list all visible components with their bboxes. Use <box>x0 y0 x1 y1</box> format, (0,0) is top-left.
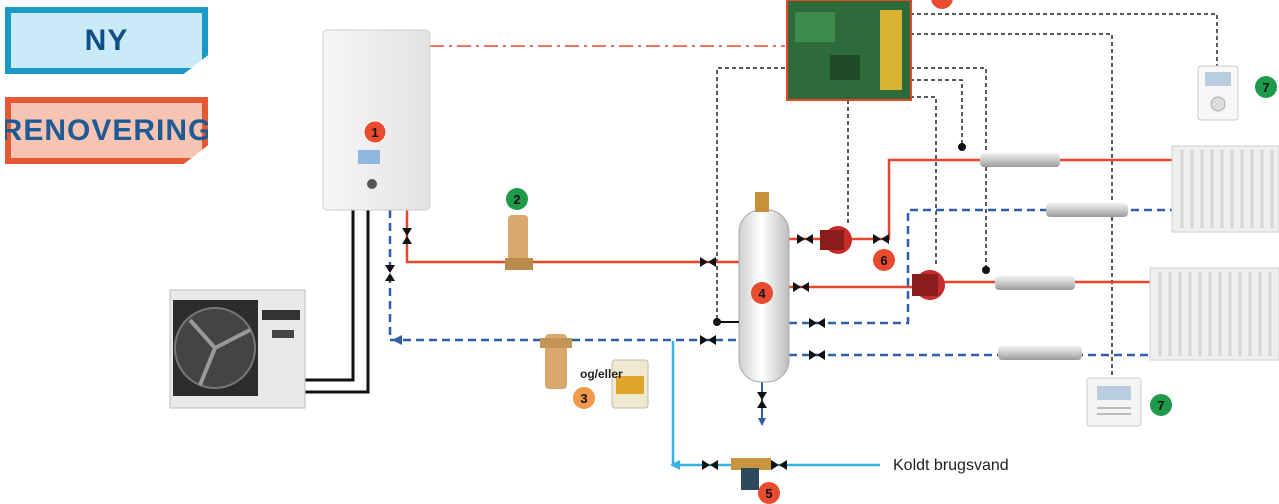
svg-text:6: 6 <box>880 253 887 268</box>
cold-water-arrow <box>670 460 680 470</box>
marker-3: 3 <box>573 387 595 409</box>
ny-badge: NY <box>5 7 208 74</box>
dirt-separator-icon <box>540 334 572 389</box>
svg-text:7: 7 <box>1262 80 1269 95</box>
chemical-canister-icon <box>611 359 649 409</box>
svg-text:2: 2 <box>513 192 520 207</box>
circulation-pump-icon <box>820 226 852 254</box>
power-cables <box>300 208 370 394</box>
marker-6: 6 <box>873 249 895 271</box>
valve-icon <box>385 228 889 470</box>
renovering-badge-text: RENOVERING <box>0 113 213 147</box>
circulation-pump-icon <box>912 270 945 300</box>
outdoor-unit-icon <box>169 289 306 409</box>
junction-dots <box>713 143 990 326</box>
thermostat-icon <box>1197 65 1239 121</box>
svg-text:7: 7 <box>1157 398 1164 413</box>
control-board-icon <box>786 0 912 101</box>
return-arrow <box>392 335 402 345</box>
indoor-unit-icon <box>322 29 431 211</box>
svg-text:3: 3 <box>580 391 587 406</box>
safety-valve-icon <box>731 458 771 490</box>
radiator-icon <box>1149 267 1279 361</box>
og-eller-label: og/eller <box>580 367 623 381</box>
svg-text:4: 4 <box>758 286 766 301</box>
manifold-icon <box>980 153 1128 360</box>
magnetic-filter-icon <box>505 215 533 270</box>
marker-1: 1 <box>363 120 387 144</box>
remote-controller-icon <box>1086 377 1142 427</box>
cold-water-label: Koldt brugsvand <box>893 457 1009 474</box>
drain-arrow <box>758 418 766 426</box>
marker-control-board <box>931 0 953 9</box>
radiator-icon <box>1171 145 1279 233</box>
marker-7-thermostat: 7 <box>1255 76 1277 98</box>
return-pipes <box>388 208 1172 357</box>
renovering-badge: RENOVERING <box>5 97 208 164</box>
svg-text:1: 1 <box>371 125 378 140</box>
svg-text:5: 5 <box>765 486 772 501</box>
marker-4: 4 <box>751 282 773 304</box>
marker-5: 5 <box>758 482 780 504</box>
marker-2: 2 <box>506 188 528 210</box>
ny-badge-text: NY <box>84 23 129 57</box>
marker-7-remote: 7 <box>1150 394 1172 416</box>
